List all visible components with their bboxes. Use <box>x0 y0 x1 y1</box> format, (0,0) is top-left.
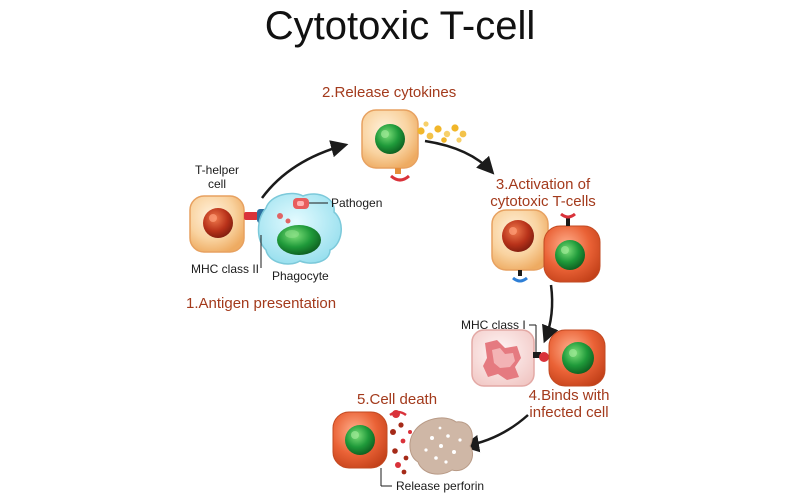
arrow-step4-to-step5 <box>461 414 529 453</box>
step-3-label-line1: 3.Activation of <box>495 176 591 193</box>
cytokines <box>417 121 467 143</box>
arrow-step2-to-step3 <box>424 139 495 175</box>
cytotoxic-t-cell-step4 <box>548 329 606 387</box>
t-helper-cell-step2 <box>361 109 419 182</box>
step-1-label: 1.Antigen presentation <box>186 295 337 312</box>
mhc-class-ii-label: MHC class II <box>191 262 260 276</box>
phagocyte-label: Phagocyte <box>272 269 329 283</box>
step-5-label: 5.Cell death <box>357 391 438 408</box>
t-helper-label-line2: cell <box>207 177 226 191</box>
dying-cell <box>409 417 474 475</box>
step-4-label-line2: infected cell <box>529 404 609 421</box>
t-helper-label: T-helper cell <box>186 163 248 191</box>
mhc-class-i-label: MHC class I <box>461 318 526 332</box>
release-perforin-label: Release perforin <box>396 479 485 493</box>
pathogen-label: Pathogen <box>331 196 383 210</box>
pathogen <box>293 198 328 209</box>
arrow-step3-to-step4 <box>542 284 559 344</box>
perforin-granules <box>389 410 414 475</box>
cytotoxic-t-cell-step3 <box>543 212 601 283</box>
phagocyte-cell <box>257 192 342 265</box>
step-3-label: 3.Activation of cytotoxic T-cells <box>478 176 608 210</box>
step-4-label-line1: 4.Binds with <box>528 387 610 404</box>
t-helper-label-line1: T-helper <box>194 163 240 177</box>
arrow-step1-to-step2 <box>260 140 349 199</box>
page-title: Cytotoxic T-cell <box>264 4 536 48</box>
release-perforin-pointer <box>380 468 392 487</box>
step-4-label: 4.Binds with infected cell <box>524 387 614 421</box>
mhc-class-i-binding <box>529 324 549 362</box>
t-helper-cell-step1 <box>189 195 245 253</box>
t-helper-cell-step3 <box>491 209 549 283</box>
step-2-label: 2.Release cytokines <box>322 84 457 101</box>
step-3-label-line2: cytotoxic T-cells <box>490 193 596 210</box>
infected-cell <box>471 329 535 387</box>
cytotoxic-t-cell-step5 <box>332 411 388 469</box>
